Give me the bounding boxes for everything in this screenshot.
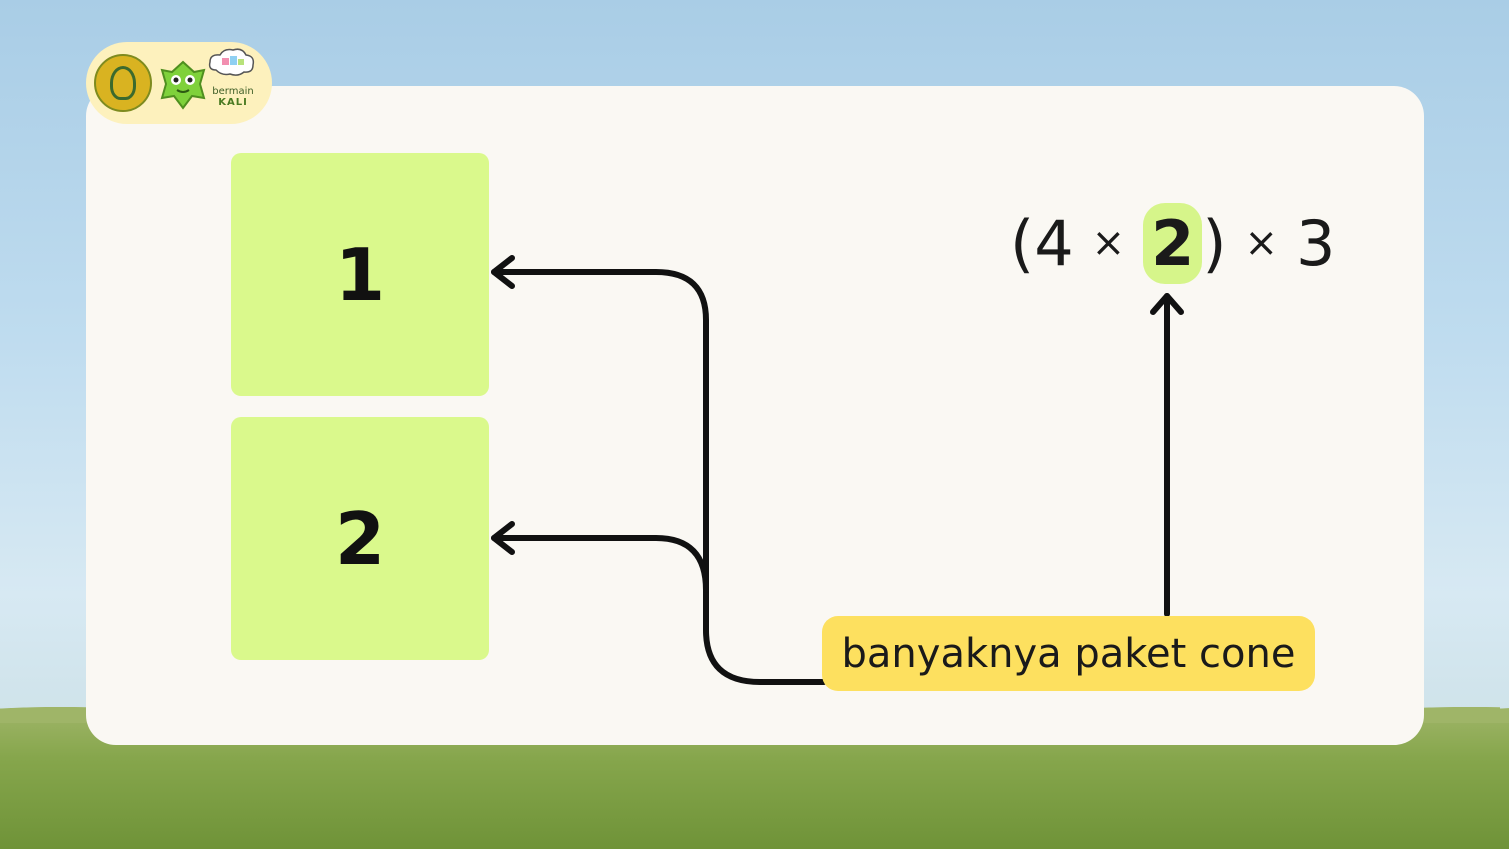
expr-highlighted-factor: 2: [1143, 202, 1203, 284]
arrow-to-box-2: [491, 535, 709, 593]
number-box-2: 2: [231, 417, 489, 660]
expr-times-1: ×: [1091, 220, 1126, 266]
thought-cloud-icon: [208, 48, 255, 76]
mascot-icon: [160, 60, 206, 110]
arrow-to-expression-head: [1150, 293, 1184, 315]
brand-name-line1: bermain: [212, 86, 254, 97]
expr-close-paren: ): [1202, 206, 1227, 280]
expr-first-factor: 4: [1034, 206, 1074, 280]
brand-name-line2: KALI: [218, 97, 248, 108]
expr-times-2: ×: [1244, 220, 1279, 266]
arrow-to-box-1: [491, 269, 827, 685]
brand-name: bermain KALI: [206, 86, 260, 108]
expr-third-factor: 3: [1296, 206, 1336, 280]
arrow-to-box-2-head: [491, 521, 515, 555]
ministry-emblem-icon: [94, 54, 152, 112]
number-box-1: 1: [231, 153, 489, 396]
math-expression: ( 4 × 2 ) × 3: [1010, 198, 1335, 288]
caption-label: banyaknya paket cone: [822, 616, 1315, 691]
expr-open-paren: (: [1010, 206, 1035, 280]
arrow-to-box-1-head: [491, 255, 515, 289]
